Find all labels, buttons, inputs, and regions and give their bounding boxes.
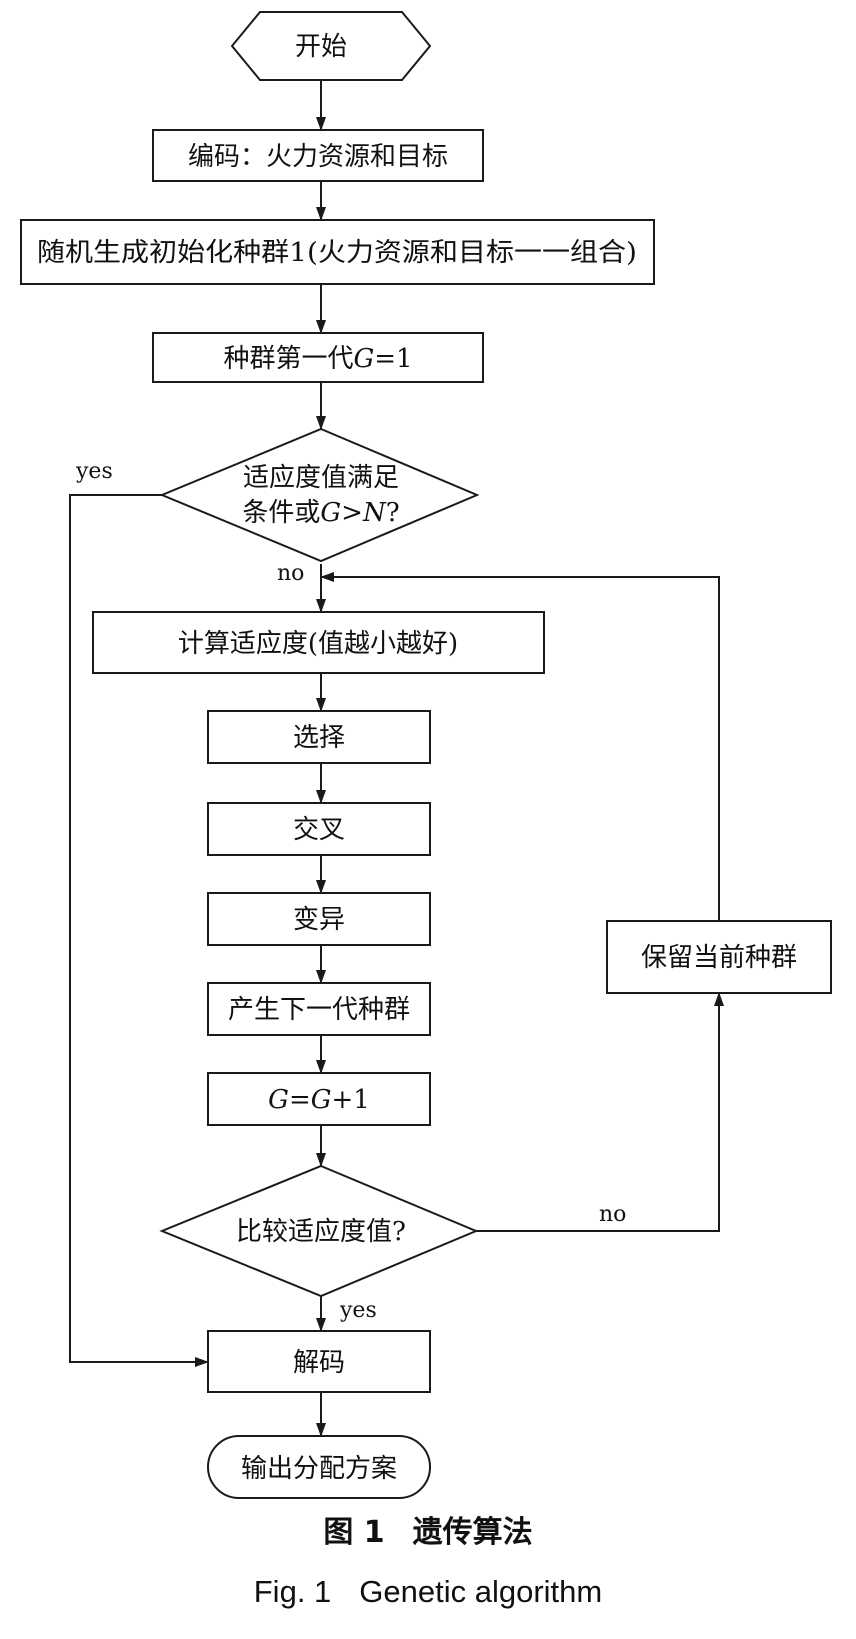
increment-var2: G <box>311 1085 332 1115</box>
compare-yes-label: yes <box>339 1298 377 1323</box>
decode-box <box>207 1330 431 1393</box>
condition-var-n: N <box>362 498 387 528</box>
condition-var-g: G <box>320 498 341 528</box>
caption-cn-number: 图 1 <box>323 1515 385 1550</box>
compare-no-label: no <box>599 1202 626 1227</box>
condition-yes-label: yes <box>75 459 113 484</box>
crossover-box <box>207 802 431 856</box>
caption-en-number: Fig. 1 <box>253 1574 332 1609</box>
first-gen-text: 种群第一代 <box>223 344 353 374</box>
encode-box <box>152 129 484 182</box>
caption-en-title: Genetic algorithm <box>359 1574 603 1609</box>
next-generation-label: 产生下一代种群 <box>228 995 410 1025</box>
condition-no-label: no <box>277 561 304 586</box>
condition-line2-text: 条件或 <box>242 498 320 528</box>
increment-box <box>207 1072 431 1126</box>
first-gen-var: G <box>353 344 374 374</box>
condition-gt: > <box>341 498 363 528</box>
init-population-label: 随机生成初始化种群1(火力资源和目标一一组合) <box>37 238 637 268</box>
start-label: 开始 <box>295 32 347 62</box>
select-label: 选择 <box>293 723 345 753</box>
first-generation-label: 种群第一代G=1 <box>223 344 412 374</box>
keep-population-label: 保留当前种群 <box>641 943 797 973</box>
condition-line1: 适应度值满足 <box>243 463 399 493</box>
arrow-condition-yes-to-decode <box>69 494 209 1367</box>
start-terminal <box>230 11 432 81</box>
first-gen-rest: =1 <box>374 344 412 374</box>
arrow-compare-no-to-keep <box>476 992 724 1232</box>
caption-cn-title: 遗传算法 <box>412 1515 533 1550</box>
compute-fitness-box <box>92 611 545 674</box>
next-generation-box <box>207 982 431 1036</box>
output-terminal <box>207 1435 431 1499</box>
compare-label: 比较适应度值? <box>236 1217 406 1247</box>
encode-label: 编码：火力资源和目标 <box>188 142 448 172</box>
decode-label: 解码 <box>293 1348 345 1378</box>
increment-label: G=G+1 <box>268 1085 370 1115</box>
figure-caption-en: Fig. 1 Genetic algorithm <box>0 1574 856 1610</box>
mutation-box <box>207 892 431 946</box>
condition-line2: 条件或G>N? <box>242 498 399 528</box>
figure-caption-cn: 图 1 遗传算法 <box>0 1507 856 1551</box>
keep-population-box <box>606 920 832 994</box>
compare-decision <box>159 1164 479 1298</box>
compute-fitness-label: 计算适应度(值越小越好) <box>178 629 458 659</box>
mutation-label: 变异 <box>293 905 345 935</box>
crossover-label: 交叉 <box>293 815 345 845</box>
increment-rest: +1 <box>332 1085 370 1115</box>
condition-question: ? <box>386 498 400 528</box>
init-population-box <box>20 219 655 285</box>
output-label: 输出分配方案 <box>241 1454 397 1484</box>
first-generation-box <box>152 332 484 383</box>
increment-eq: = <box>289 1085 311 1115</box>
arrow-keep-loop-to-fitness <box>320 572 720 921</box>
condition-decision <box>159 427 480 563</box>
connectors <box>69 80 724 1437</box>
select-box <box>207 710 431 764</box>
increment-var1: G <box>268 1085 289 1115</box>
